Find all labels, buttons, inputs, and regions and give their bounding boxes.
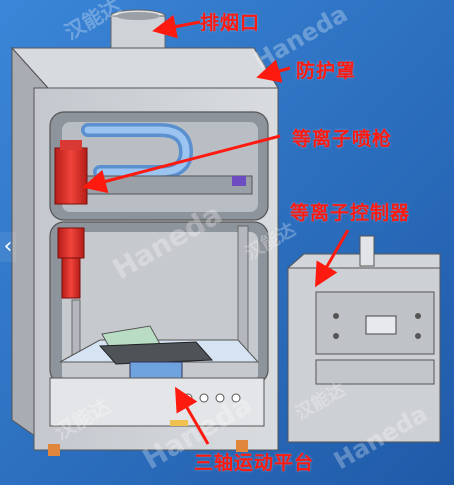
label-protective-cover: 防护罩 bbox=[296, 60, 357, 82]
platform-base bbox=[49, 377, 265, 427]
plasma-controller-unit bbox=[286, 235, 441, 443]
gantry-cable-chain bbox=[81, 123, 253, 195]
arrow-three-axis-platform bbox=[175, 386, 210, 445]
label-plasma-nozzle: 等离子喷枪 bbox=[292, 128, 393, 150]
label-plasma-controller: 等离子控制器 bbox=[290, 202, 411, 224]
label-exhaust-port: 排烟口 bbox=[200, 12, 261, 34]
callout-arrows bbox=[82, 14, 350, 445]
plasma-nozzle-upper bbox=[54, 140, 88, 205]
worktable bbox=[59, 325, 260, 379]
slider-prev-icon[interactable]: ‹ bbox=[0, 232, 16, 262]
machine-feet bbox=[48, 440, 248, 456]
arrow-exhaust-port bbox=[152, 14, 201, 39]
column-left bbox=[71, 299, 81, 361]
arrow-plasma-nozzle bbox=[82, 134, 281, 194]
arrow-protective-cover bbox=[256, 59, 291, 83]
label-three-axis-platform: 三轴运动平台 bbox=[194, 452, 315, 474]
plasma-nozzle-lower bbox=[57, 227, 85, 299]
cabinet-top bbox=[10, 47, 279, 89]
arrow-plasma-controller bbox=[315, 229, 350, 288]
